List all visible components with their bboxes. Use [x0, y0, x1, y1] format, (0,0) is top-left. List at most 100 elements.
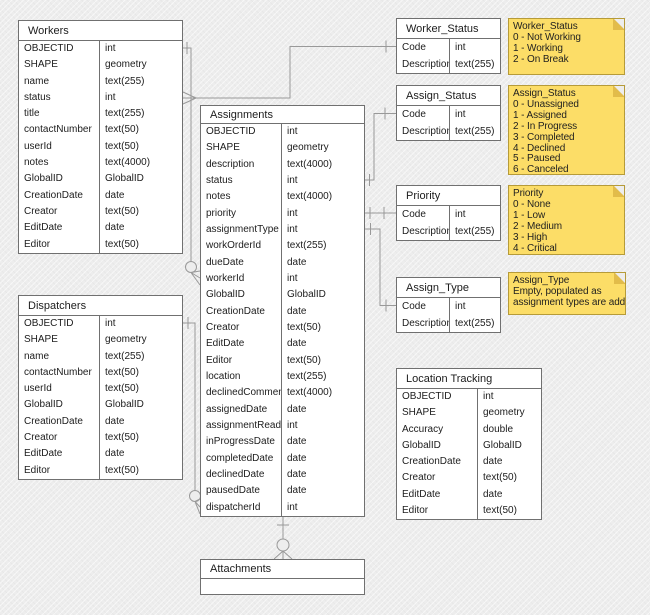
field-type: text(50)	[105, 432, 139, 444]
note-line: 4 - Critical	[513, 242, 557, 254]
field-name: SHAPE	[206, 142, 240, 154]
field-type: text(50)	[287, 321, 321, 333]
field-name: assignmentType	[206, 223, 279, 235]
field-name: Code	[402, 301, 426, 312]
field-type: geometry	[483, 407, 525, 419]
field-type: text(255)	[455, 126, 495, 137]
field-name: CreationDate	[24, 415, 83, 427]
field-type: int	[287, 223, 298, 235]
field-name: Description	[402, 318, 449, 329]
field-type: geometry	[287, 142, 329, 154]
connector-assignments-priority[interactable]	[365, 207, 396, 219]
connector-workers-worker-status[interactable]	[182, 40, 396, 105]
column-divider	[449, 39, 450, 73]
field-type: date	[287, 485, 307, 497]
field-name: CreationDate	[24, 189, 83, 201]
field-name: SHAPE	[24, 334, 58, 346]
table-title: Assign_Status	[397, 86, 500, 106]
note-line: 0 - None	[513, 198, 551, 210]
field-type: date	[105, 415, 125, 427]
table-attachments[interactable]: Attachments	[200, 559, 365, 595]
field-type: int	[287, 207, 298, 219]
field-type: int	[105, 43, 116, 54]
field-name: userId	[24, 383, 52, 395]
connector-assignments-assign-status[interactable]	[365, 107, 396, 187]
field-name: assignmentRead	[206, 419, 281, 431]
field-name: notes	[24, 157, 49, 169]
field-type: date	[287, 403, 307, 415]
connector-workers-assignments[interactable]	[183, 42, 201, 286]
field-type: date	[287, 305, 307, 317]
table-row: priority int	[201, 206, 364, 222]
connector-assignments-attachments[interactable]	[273, 517, 293, 560]
field-type: int	[287, 272, 298, 284]
connector-assignments-assign-type[interactable]	[365, 223, 396, 312]
field-name: CreationDate	[402, 456, 461, 468]
field-type: int	[483, 391, 494, 402]
table-title: Priority	[397, 186, 500, 206]
field-type: geometry	[105, 59, 147, 71]
field-type: GlobalID	[105, 399, 144, 411]
field-name: EditDate	[24, 222, 63, 234]
note-line: 6 - Canceled	[513, 164, 569, 175]
note-line: 4 - Declined	[513, 142, 566, 154]
table-title: Attachments	[201, 560, 364, 579]
connector-dispatchers-assignments[interactable]	[183, 317, 201, 515]
note-line: Assign_Status	[513, 88, 576, 99]
column-divider	[99, 41, 100, 253]
field-name: Description	[402, 59, 449, 70]
field-type: text(50)	[105, 124, 139, 136]
field-name: priority	[206, 207, 237, 219]
note-fold-corner	[614, 273, 625, 284]
field-type: text(255)	[287, 240, 327, 252]
field-name: GlobalID	[24, 399, 63, 411]
field-name: Creator	[24, 205, 58, 217]
table-row: GlobalID GlobalID	[19, 397, 182, 413]
field-name: GlobalID	[24, 173, 63, 185]
field-name: EditDate	[206, 338, 245, 350]
field-type: int	[455, 209, 466, 220]
table-row: assignmentType int	[201, 222, 364, 238]
note-line: 5 - Paused	[513, 153, 561, 165]
field-name: EditDate	[402, 488, 441, 500]
field-type: text(255)	[105, 108, 145, 120]
field-name: EditDate	[24, 448, 63, 460]
field-type: text(255)	[455, 226, 495, 237]
